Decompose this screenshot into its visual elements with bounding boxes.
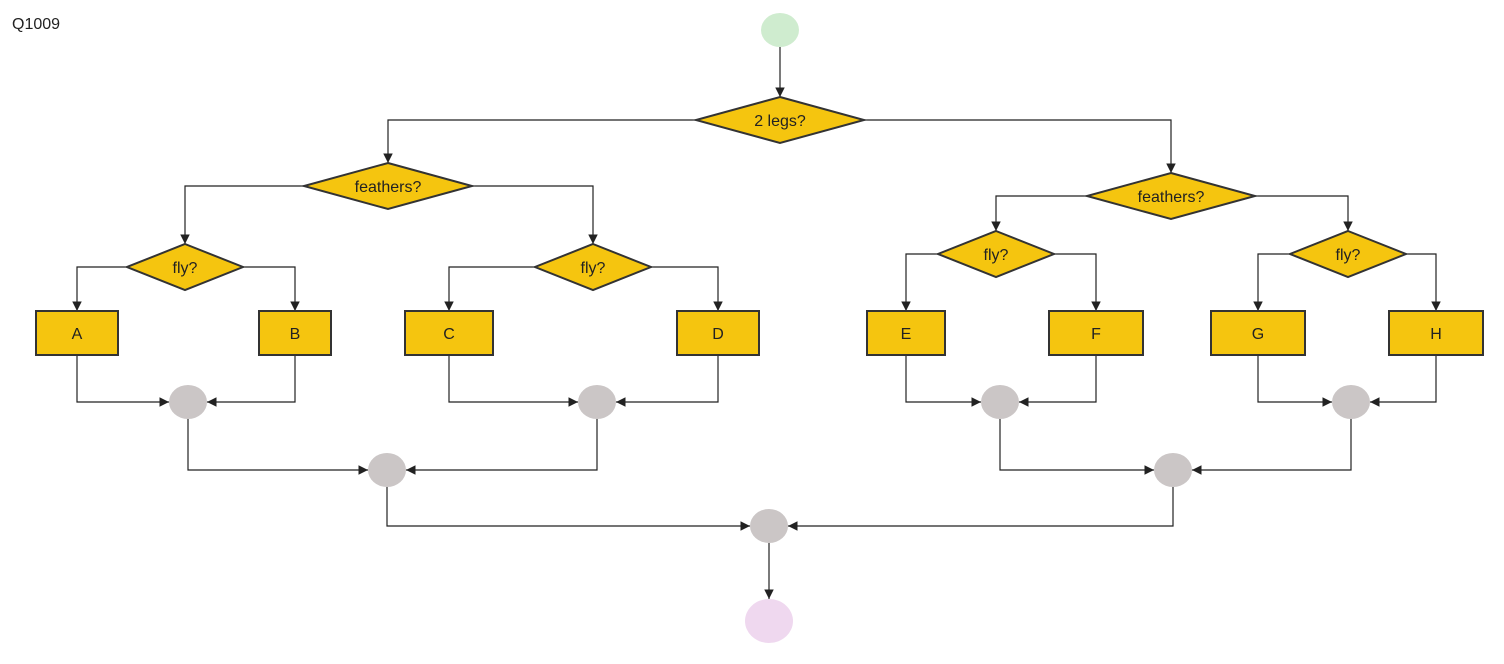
edge-d_feathers_left-to-d_fly_2 (472, 185, 598, 244)
edge-d_legs-to-d_feathers_left (383, 119, 696, 163)
node-p-H: H (1388, 310, 1484, 356)
edge-d_fly_3-to-p_E (901, 253, 938, 311)
merge-circle (1332, 385, 1370, 419)
node-label: 2 legs? (754, 113, 806, 130)
node-label: fly? (1336, 247, 1361, 264)
edge-d_fly_3-to-p_F (1054, 253, 1101, 311)
edge-p_E-to-m3 (905, 355, 981, 407)
merge-circle (750, 509, 788, 543)
edge-d_fly_1-to-p_A (72, 266, 127, 311)
edge-m3-to-m6 (999, 419, 1154, 475)
end-circle (745, 599, 793, 643)
node-label: fly? (581, 260, 606, 277)
node-p-G: G (1210, 310, 1306, 356)
node-d-fly-3: fly? (935, 229, 1057, 279)
edge-m1-to-m5 (187, 419, 368, 475)
node-d-feathers-right: feathers? (1083, 171, 1259, 221)
node-label: F (1091, 326, 1101, 343)
edge-p_C-to-m2 (448, 355, 578, 407)
edge-d_feathers_right-to-d_fly_3 (991, 195, 1087, 231)
edge-m4-to-m6 (1192, 419, 1352, 475)
node-label: B (290, 326, 301, 343)
edge-d_fly_2-to-p_D (651, 266, 723, 311)
node-m6 (1154, 453, 1192, 487)
node-p-C: C (404, 310, 494, 356)
node-label: fly? (984, 247, 1009, 264)
edge-d_fly_1-to-p_B (243, 266, 300, 311)
page-label: Q1009 (12, 16, 61, 33)
edge-d_feathers_left-to-d_fly_1 (180, 185, 304, 244)
node-label: D (712, 326, 724, 343)
edge-d_fly_2-to-p_C (444, 266, 535, 311)
decision-diamond (1287, 229, 1409, 279)
edge-p_H-to-m4 (1370, 355, 1437, 407)
edge-d_fly_4-to-p_H (1406, 253, 1441, 311)
node-m1 (169, 385, 207, 419)
edge-p_B-to-m1 (207, 355, 296, 407)
node-label: fly? (173, 260, 198, 277)
edge-m6-to-m7 (788, 487, 1174, 531)
nodes-layer: 2 legs? feathers? feathers? fly? fly? fly? fly… (35, 13, 1484, 643)
merge-circle (1154, 453, 1192, 487)
node-m7 (750, 509, 788, 543)
node-label: G (1252, 326, 1264, 343)
node-d-fly-2: fly? (532, 242, 654, 292)
process-box (404, 310, 494, 356)
decision-diamond (935, 229, 1057, 279)
node-label: feathers? (1138, 189, 1205, 206)
node-label: E (901, 326, 912, 343)
edge-d_feathers_right-to-d_fly_4 (1255, 195, 1353, 231)
process-box (676, 310, 760, 356)
edge-m2-to-m5 (406, 419, 598, 475)
node-p-A: A (35, 310, 119, 356)
node-d-feathers-left: feathers? (300, 161, 476, 211)
merge-circle (368, 453, 406, 487)
edge-d_legs-to-d_feathers_right (864, 119, 1176, 173)
node-p-B: B (258, 310, 332, 356)
node-label: H (1430, 326, 1442, 343)
node-d-fly-1: fly? (124, 242, 246, 292)
node-m5 (368, 453, 406, 487)
edge-p_D-to-m2 (616, 355, 719, 407)
merge-circle (981, 385, 1019, 419)
start-circle (761, 13, 799, 47)
node-d-fly-4: fly? (1287, 229, 1409, 279)
edge-m5-to-m7 (386, 487, 750, 531)
process-box (1388, 310, 1484, 356)
decision-diamond (124, 242, 246, 292)
node-p-F: F (1048, 310, 1144, 356)
decision-diamond (532, 242, 654, 292)
node-p-E: E (866, 310, 946, 356)
node-label: C (443, 326, 455, 343)
edge-p_G-to-m4 (1257, 355, 1332, 407)
node-start (761, 13, 799, 47)
decision-diamond (300, 161, 476, 211)
process-box (35, 310, 119, 356)
edges-layer (72, 47, 1441, 599)
node-p-D: D (676, 310, 760, 356)
merge-circle (578, 385, 616, 419)
edge-d_fly_4-to-p_G (1253, 253, 1290, 311)
process-box (1210, 310, 1306, 356)
node-m2 (578, 385, 616, 419)
process-box (258, 310, 332, 356)
edge-p_F-to-m3 (1018, 355, 1097, 407)
merge-circle (169, 385, 207, 419)
node-label: A (72, 326, 83, 343)
node-label: feathers? (355, 179, 422, 196)
node-m4 (1332, 385, 1370, 419)
node-d-legs: 2 legs? (692, 95, 868, 145)
process-box (1048, 310, 1144, 356)
node-end (745, 599, 793, 643)
edge-p_A-to-m1 (76, 355, 169, 407)
decision-diamond (692, 95, 868, 145)
process-box (866, 310, 946, 356)
node-m3 (981, 385, 1019, 419)
decision-diamond (1083, 171, 1259, 221)
